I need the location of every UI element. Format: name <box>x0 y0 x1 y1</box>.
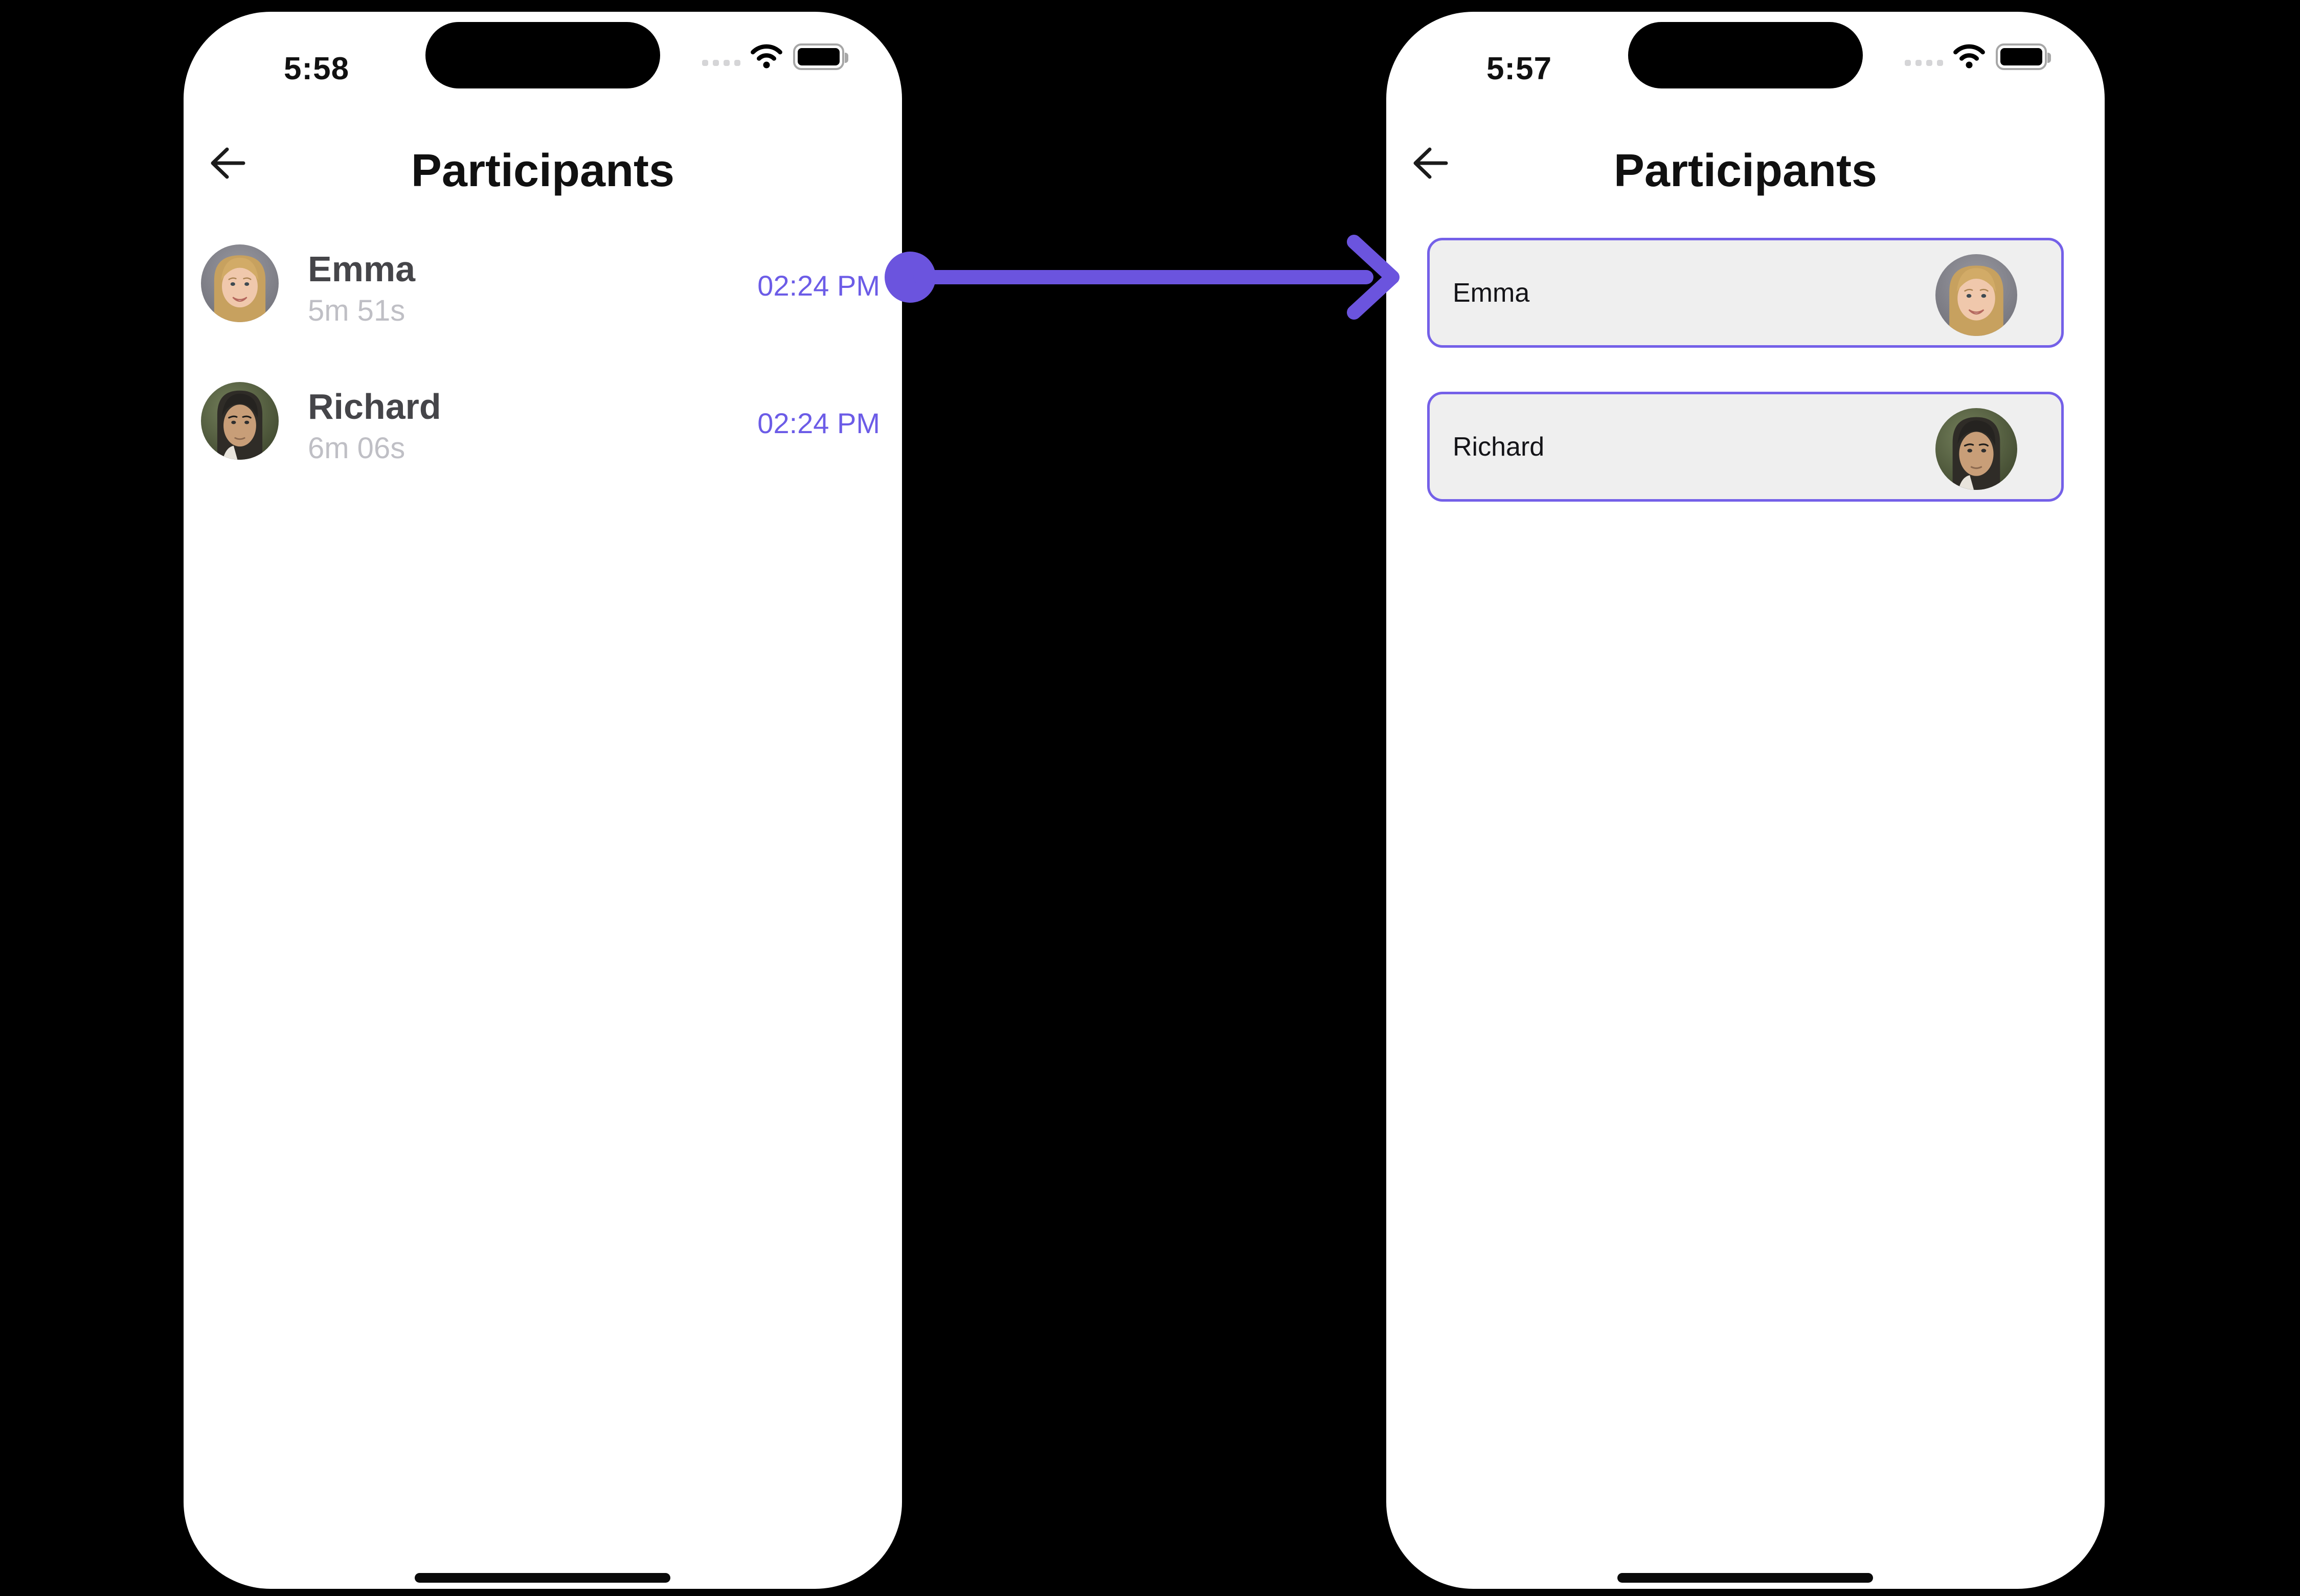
participant-join-time: 02:24 PM <box>757 407 880 439</box>
cellular-signal-icon <box>702 60 740 66</box>
participant-join-time: 02:24 PM <box>757 269 880 302</box>
wifi-icon <box>749 42 784 70</box>
battery-icon <box>793 43 848 70</box>
wifi-icon <box>1952 42 1987 70</box>
participant-name: Richard <box>1453 432 1545 462</box>
status-time: 5:58 <box>283 51 350 86</box>
battery-icon <box>1996 43 2051 70</box>
participant-box-richard[interactable]: Richard <box>1427 392 2064 502</box>
phone-left: 5:58 Participants <box>184 12 902 1589</box>
dynamic-island <box>1628 22 1863 88</box>
home-indicator <box>1617 1573 1873 1583</box>
avatar-richard <box>1935 408 2017 490</box>
home-indicator <box>415 1573 670 1583</box>
avatar-emma <box>1935 254 2017 336</box>
avatar-emma <box>201 244 279 322</box>
page-title: Participants <box>1613 145 1878 196</box>
cellular-signal-icon <box>1905 60 1943 66</box>
status-time: 5:57 <box>1486 51 1552 86</box>
participant-duration: 5m 51s <box>308 294 405 327</box>
participant-box-emma[interactable]: Emma <box>1427 238 2064 348</box>
back-arrow-icon[interactable] <box>1411 146 1449 181</box>
participant-name: Emma <box>1453 278 1530 308</box>
participant-duration: 6m 06s <box>308 432 405 465</box>
avatar-richard <box>201 382 279 460</box>
dynamic-island <box>425 22 660 88</box>
participant-name: Richard <box>308 387 441 426</box>
participant-row-emma[interactable]: Emma 5m 51s 02:24 PM <box>184 232 902 355</box>
back-arrow-icon[interactable] <box>209 146 246 181</box>
phone-right: 5:57 Participants Emma <box>1386 12 2105 1589</box>
participant-row-richard[interactable]: Richard 6m 06s 02:24 PM <box>184 370 902 492</box>
page-title: Participants <box>411 145 675 196</box>
participant-name: Emma <box>308 249 416 289</box>
